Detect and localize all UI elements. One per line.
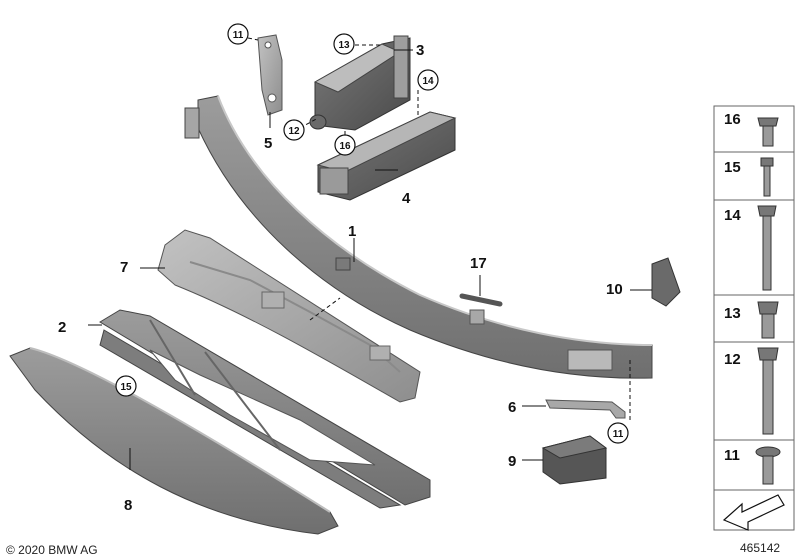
part-label-9: 9 [508, 453, 516, 470]
part-label-3: 3 [416, 42, 424, 59]
sidebar-label-15: 15 [724, 159, 741, 176]
copyright-text: © 2020 BMW AG [6, 543, 98, 557]
part-label-8: 8 [124, 497, 132, 514]
circled-ref-16: 16 [334, 134, 356, 156]
sidebar-label-13: 13 [724, 305, 741, 322]
circled-ref-11-top-text: 11 [233, 30, 244, 41]
circled-ref-16-text: 16 [339, 141, 351, 152]
circled-ref-15-text: 15 [120, 382, 132, 393]
leader-lines [88, 37, 652, 470]
part-label-17: 17 [470, 255, 487, 272]
circled-ref-11-bottom-text: 11 [613, 429, 624, 440]
lower-support-frame-part [99, 309, 431, 509]
fastener-sidebar: 16 15 14 13 12 11 [713, 105, 795, 531]
sidebar-item-16: 16 [724, 111, 779, 147]
sidebar-label-16: 16 [724, 111, 741, 128]
circled-ref-15: 15 [115, 375, 137, 397]
sidebar-item-13: 13 [724, 301, 779, 339]
energy-absorber-part [157, 229, 421, 403]
sidebar-item-15: 15 [724, 157, 774, 197]
circled-ref-13-text: 13 [338, 40, 350, 51]
sidebar-label-14: 14 [724, 207, 741, 224]
small-bracket-part [545, 399, 626, 419]
diagram-number: 465142 [740, 541, 780, 555]
part-label-1: 1 [348, 223, 356, 240]
lower-trim-part [9, 347, 339, 535]
part-label-2: 2 [58, 319, 66, 336]
part-label-5: 5 [264, 135, 272, 152]
deformation-element-part [309, 35, 411, 131]
circled-ref-11-top: 11 [227, 23, 249, 45]
part-label-10: 10 [606, 281, 623, 298]
clip-part [651, 257, 681, 307]
tow-hook-cover-part [541, 435, 608, 485]
front-direction-arrow-icon [722, 494, 785, 531]
sidebar-item-14: 14 [724, 205, 777, 291]
part-label-4: 4 [402, 190, 411, 207]
sidebar-label-12: 12 [724, 351, 741, 368]
circled-ref-12: 12 [283, 119, 305, 141]
circled-ref-11-bottom: 11 [607, 422, 629, 444]
pin-part [459, 293, 503, 307]
bracket-part [257, 34, 283, 116]
sidebar-label-11: 11 [724, 447, 740, 464]
circled-ref-14: 14 [417, 69, 439, 91]
sidebar-item-11: 11 [724, 446, 781, 485]
circled-ref-12-text: 12 [288, 126, 300, 137]
circled-ref-13: 13 [333, 33, 355, 55]
part-label-7: 7 [120, 259, 128, 276]
circled-ref-14-text: 14 [422, 76, 434, 87]
crash-box-part [316, 111, 457, 201]
sidebar-item-12: 12 [724, 347, 779, 435]
bumper-carrier-part [184, 95, 653, 379]
part-label-6: 6 [508, 399, 516, 416]
